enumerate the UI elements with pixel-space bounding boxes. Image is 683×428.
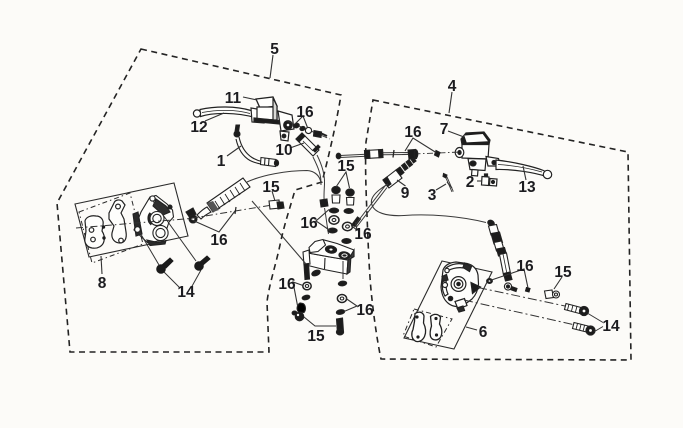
svg-text:6: 6	[479, 324, 488, 341]
svg-text:13: 13	[518, 179, 536, 196]
svg-text:16: 16	[278, 276, 296, 293]
svg-text:16: 16	[516, 258, 534, 275]
svg-text:16: 16	[300, 215, 318, 232]
svg-text:7: 7	[440, 121, 449, 138]
svg-text:1: 1	[217, 153, 226, 170]
svg-text:15: 15	[554, 264, 572, 281]
svg-text:16: 16	[296, 104, 314, 121]
svg-text:10: 10	[275, 142, 292, 159]
svg-text:4: 4	[448, 78, 457, 95]
svg-text:8: 8	[98, 275, 107, 292]
svg-text:16: 16	[354, 226, 372, 243]
svg-text:15: 15	[307, 328, 325, 345]
svg-text:11: 11	[225, 90, 242, 107]
svg-text:14: 14	[177, 284, 195, 301]
svg-text:12: 12	[190, 119, 207, 136]
svg-text:2: 2	[466, 174, 475, 191]
svg-text:5: 5	[270, 41, 279, 58]
svg-text:16: 16	[404, 124, 422, 141]
svg-text:16: 16	[356, 302, 374, 319]
svg-text:15: 15	[337, 158, 355, 175]
svg-text:16: 16	[210, 232, 228, 249]
svg-text:3: 3	[428, 187, 437, 204]
svg-text:15: 15	[262, 179, 280, 196]
svg-text:9: 9	[401, 185, 410, 202]
svg-text:14: 14	[602, 318, 620, 335]
